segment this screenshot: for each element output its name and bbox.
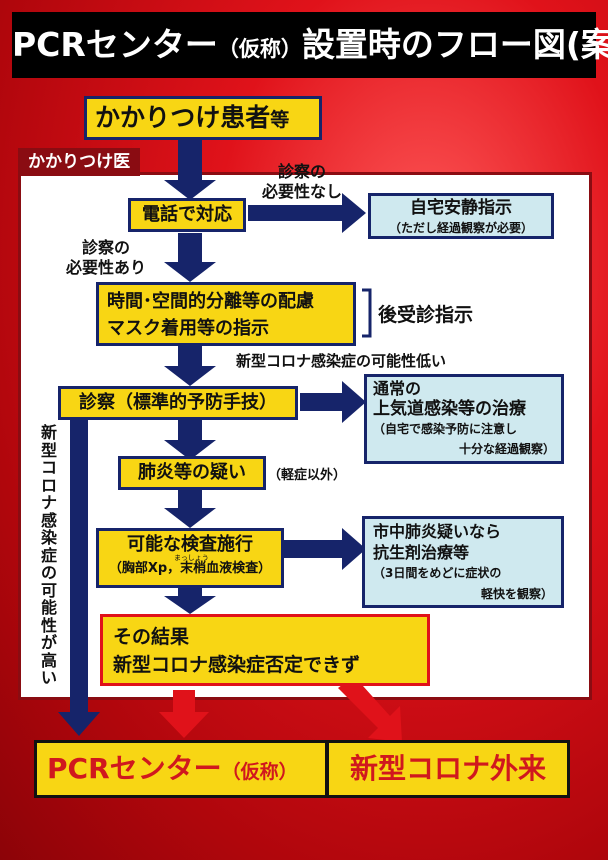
outpatient-box: 新型コロナ外来 <box>326 740 570 798</box>
result-box: その結果 新型コロナ感染症否定できず <box>100 614 430 686</box>
arrow-down-2 <box>164 233 216 282</box>
exam-needed-label: 診察の 必要性あり <box>66 238 147 277</box>
phone-box: 電話で対応 <box>128 198 246 232</box>
pneumonia-note: （軽症以外） <box>268 468 347 483</box>
patient-box: かかりつけ患者等 <box>84 96 322 140</box>
ruby-text: まっしょう <box>174 554 209 562</box>
exam-box: 診察（標準的予防手技） <box>58 386 298 420</box>
separation-box: 時間･空間的分離等の配慮 マスク着用等の指示 <box>96 282 356 346</box>
doctor-tag: かかりつけ医 <box>18 148 141 176</box>
arrow-down-5 <box>164 488 216 528</box>
arrow-result-pcr <box>159 690 209 738</box>
arrow-down-1 <box>164 137 216 200</box>
arrow-left-long <box>58 418 100 736</box>
no-exam-label: 診察の 必要性なし <box>262 162 343 201</box>
pneumonia-box: 肺炎等の疑い <box>118 456 266 490</box>
bracket-line <box>362 288 372 338</box>
arrow-right-1 <box>248 193 366 233</box>
arrow-result-outpatient <box>338 676 402 742</box>
arrow-down-3 <box>164 346 216 386</box>
pcr-center-box: PCRセンター（仮称） <box>34 740 328 798</box>
title-bar: PCRセンター（仮称）設置時のフロー図(案) <box>12 12 608 78</box>
arrow-right-3 <box>284 528 366 570</box>
deferred-visit-label: 後受診指示 <box>378 304 474 326</box>
testing-box: 可能な検査施行 （胸部Xp，末梢血液検査） <box>96 528 284 588</box>
home-rest-box: 自宅安静指示 （ただし経過観察が必要） <box>368 193 554 239</box>
arrow-right-2 <box>300 381 366 423</box>
page-title: PCRセンター（仮称）設置時のフロー図(案) <box>12 25 608 64</box>
arrow-down-6 <box>164 587 216 614</box>
low-possibility-label: 新型コロナ感染症の可能性低い <box>236 352 447 370</box>
arrow-down-4 <box>164 420 216 460</box>
normal-treatment-box: 通常の 上気道感染等の治療 （自宅で感染予防に注意し 十分な経過観察） <box>364 374 564 464</box>
antibiotic-box: 市中肺炎疑いなら 抗生剤治療等 （3日間をめどに症状の 軽快を観察） <box>362 516 564 608</box>
high-possibility-label: 新 型 コ ロ ナ 感 染 症 の 可 能 性 が 高 い <box>40 423 57 687</box>
